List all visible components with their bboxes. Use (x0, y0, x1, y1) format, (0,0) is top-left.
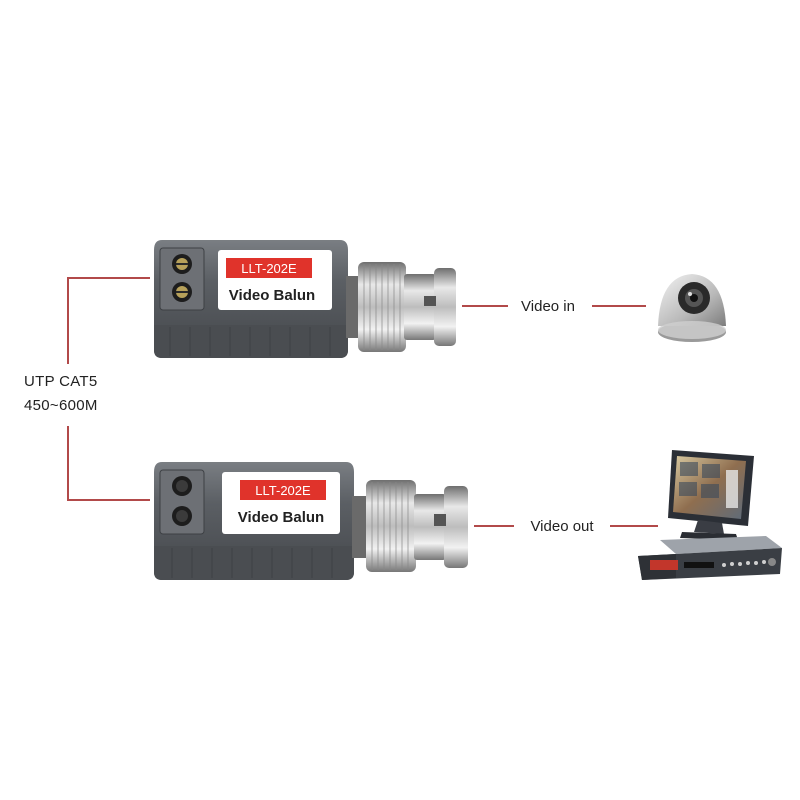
top-terminal-screw-2 (172, 282, 192, 302)
wire-left-top (67, 277, 150, 364)
cable-distance-text: 450~600M (24, 397, 98, 414)
top-model-badge (226, 258, 312, 278)
top-balun: LLT-202E Video Balun (154, 240, 456, 358)
dome-camera-icon (658, 274, 726, 342)
bottom-balun-name: Video Balun (238, 509, 324, 526)
video-out-label: Video out (530, 518, 594, 535)
dvr-recorder-icon (638, 536, 782, 580)
bottom-terminal-screw-1 (172, 476, 192, 496)
cable-type-text: UTP CAT5 (24, 373, 98, 390)
bottom-balun: LLT-202E Video Balun (154, 462, 468, 580)
bottom-model-badge (240, 480, 326, 500)
top-balun-name: Video Balun (229, 287, 315, 304)
top-terminal-screw-1 (172, 254, 192, 274)
top-model-text: LLT-202E (241, 261, 297, 276)
video-in-label: Video in (521, 298, 575, 315)
cable-spec-label: UTP CAT5 450~600M (24, 370, 98, 418)
wire-left-bottom (67, 426, 150, 501)
bottom-model-text: LLT-202E (255, 483, 311, 498)
bottom-terminal-screw-2 (172, 506, 192, 526)
monitor-icon (668, 450, 754, 540)
